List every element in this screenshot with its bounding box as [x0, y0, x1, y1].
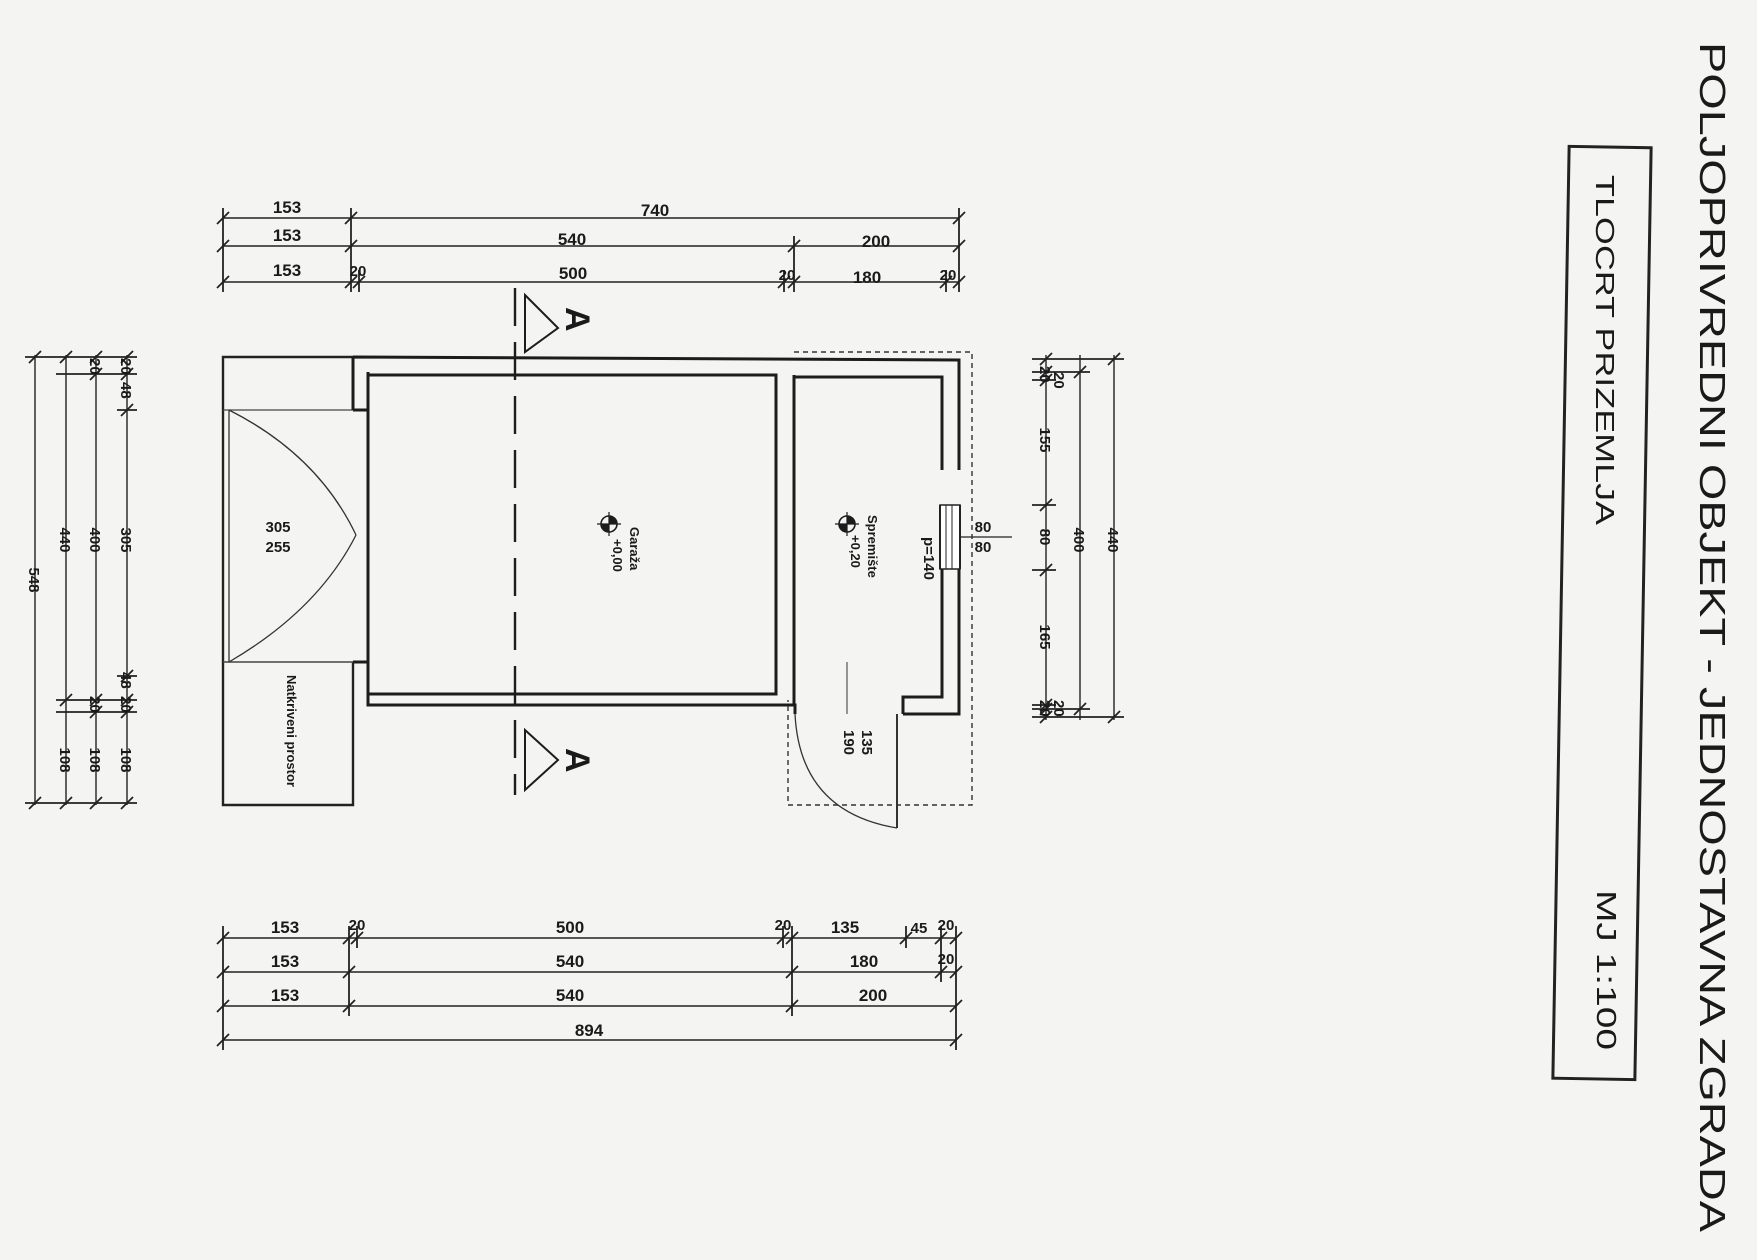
- left-dim-1-e: 20: [117, 696, 134, 713]
- right-dim-1-a: 20: [1036, 366, 1053, 383]
- storage-door-width-bottom: 190: [840, 730, 857, 755]
- top-dim-3-f: 20: [940, 267, 957, 284]
- storage-name: Spremište: [865, 515, 880, 578]
- bottom-dimension-labels: 153 20 500 20 135 45 20 153 540 180 20 1…: [271, 917, 955, 1040]
- bottom-dim-2-b: 540: [556, 952, 584, 971]
- section-label-bottom: A: [558, 748, 596, 773]
- bottom-dim-2-c: 180: [850, 952, 878, 971]
- right-dim-2-a: 400: [1070, 527, 1087, 552]
- left-dim-1-b: 48: [117, 382, 134, 399]
- garage-door-arc-lower: [228, 534, 357, 663]
- drawing-scale: MJ 1:100: [1591, 890, 1622, 1050]
- top-dim-2-c: 200: [862, 232, 890, 251]
- left-dim-2-c: 20: [86, 696, 103, 713]
- building-plan: [221, 351, 1012, 829]
- right-dim-1-d: 80: [1036, 529, 1053, 546]
- bottom-dim-3-c: 200: [859, 986, 887, 1005]
- garage-name: Garaža: [627, 527, 642, 571]
- covered-area-outline: [221, 355, 355, 807]
- storage-level-marker-icon: [835, 512, 859, 536]
- garage-door-jamb-top: [353, 372, 370, 412]
- bottom-dim-1-d: 20: [775, 917, 792, 934]
- top-dim-2-a: 153: [273, 226, 301, 245]
- left-dim-2-d: 108: [86, 747, 103, 772]
- bottom-dim-2-d: 20: [938, 951, 955, 968]
- garage-door-width-top: 305: [265, 519, 290, 536]
- left-dim-1-c: 305: [117, 527, 134, 552]
- right-dimension-chains: [1032, 352, 1124, 724]
- storage-door-arc: [794, 713, 898, 829]
- storage-inner-outline: [794, 375, 944, 714]
- bottom-dim-1-g: 20: [938, 917, 955, 934]
- bottom-dim-3-b: 540: [556, 986, 584, 1005]
- window-width-top: 80: [975, 519, 992, 536]
- top-dimension-labels: 153 740 153 540 200 153 20 500 20 180 20: [273, 198, 957, 287]
- left-dim-4-a: 548: [25, 567, 42, 592]
- bottom-dim-1-a: 153: [271, 918, 299, 937]
- top-dim-3-e: 180: [853, 268, 881, 287]
- top-dim-2-b: 540: [558, 230, 586, 249]
- window-width-bottom: 80: [975, 539, 992, 556]
- right-dimension-labels: 20 20 155 80 165 20 20 400 440: [1036, 366, 1121, 717]
- left-dim-1-d: 48: [117, 672, 134, 689]
- window-parapet-label: p=140: [920, 537, 937, 580]
- covered-area-name: Natkriveni prostor: [284, 675, 299, 787]
- bottom-dimension-chains: [216, 926, 963, 1050]
- right-dim-3-a: 440: [1104, 527, 1121, 552]
- top-dim-3-d: 20: [779, 267, 796, 284]
- garage-level: +0,00: [610, 539, 625, 572]
- bottom-dim-3-a: 153: [271, 986, 299, 1005]
- room-labels: Garaža +0,00 Spremište +0,20 Natkriveni …: [284, 512, 880, 787]
- bottom-dim-1-e: 135: [831, 918, 859, 937]
- left-dimension-chains: [25, 350, 137, 810]
- bottom-dim-2-a: 153: [271, 952, 299, 971]
- right-dim-1-e: 165: [1036, 624, 1053, 649]
- subtitle-frame: [1551, 144, 1653, 1082]
- right-dim-1-b: 20: [1050, 372, 1067, 389]
- top-dim-1-b: 740: [641, 201, 669, 220]
- bottom-dim-1-f: 45: [911, 920, 928, 937]
- garage-door-arc-upper: [228, 409, 357, 536]
- storage-door-width-top: 135: [858, 730, 875, 755]
- drawing-subtitle: TLOCRT PRIZEMLJA: [1590, 175, 1620, 526]
- right-dim-1-f: 20: [1036, 700, 1053, 717]
- bottom-dim-1-b: 20: [349, 917, 366, 934]
- garage-door-width-bottom: 255: [265, 539, 290, 556]
- top-dimension-chains: [216, 208, 966, 292]
- section-label-top: A: [558, 307, 596, 332]
- bottom-dim-1-c: 500: [556, 918, 584, 937]
- roof-overhang-dashed: [787, 351, 973, 806]
- left-dim-1-a: 20: [117, 358, 134, 375]
- top-dim-3-c: 500: [559, 264, 587, 283]
- left-dim-3-b: 108: [56, 747, 73, 772]
- exterior-wall-outer: [351, 355, 961, 716]
- opening-labels: 305 255 135 190 80 80 p=140: [265, 519, 991, 755]
- right-dim-1-g: 20: [1050, 700, 1067, 717]
- top-dim-1-a: 153: [273, 198, 301, 217]
- drawing-title: POLJOPRIVREDNI OBJEKT - JEDNOSTAVNA ZGRA…: [1692, 42, 1733, 1232]
- left-dim-2-b: 400: [86, 527, 103, 552]
- storage-window: [939, 504, 1012, 570]
- storage-level: +0,20: [848, 535, 863, 568]
- top-dim-3-a: 153: [273, 261, 301, 280]
- section-arrow-top-icon: [524, 292, 560, 354]
- garage-level-marker-icon: [597, 512, 621, 536]
- garage-inner-outline: [366, 373, 778, 696]
- right-dim-1-c: 155: [1036, 427, 1053, 452]
- left-dim-2-a: 20: [86, 358, 103, 375]
- left-dim-3-a: 440: [56, 527, 73, 552]
- section-arrow-bottom-icon: [524, 727, 560, 793]
- bottom-dim-4-a: 894: [575, 1021, 604, 1040]
- section-line-a: A A: [513, 288, 596, 795]
- top-dim-3-b: 20: [350, 263, 367, 280]
- left-dimension-labels: 20 48 305 48 20 108 20 400 20 108 440 10…: [25, 358, 134, 773]
- title-block: POLJOPRIVREDNI OBJEKT - JEDNOSTAVNA ZGRA…: [1551, 42, 1733, 1232]
- left-dim-1-f: 108: [117, 747, 134, 772]
